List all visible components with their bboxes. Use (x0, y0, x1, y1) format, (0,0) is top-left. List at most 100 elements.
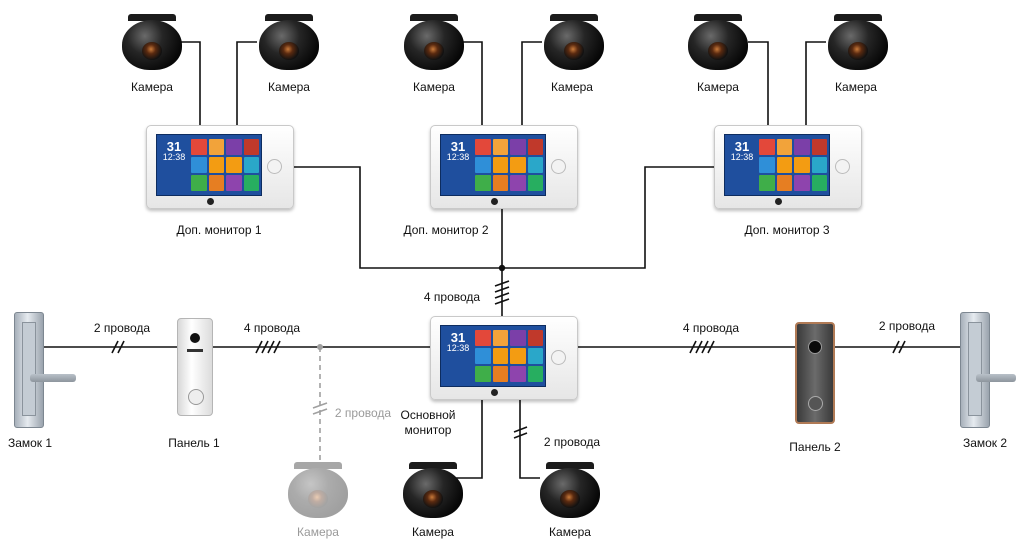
camera-lens-icon (308, 490, 328, 508)
call-button-icon (188, 389, 204, 405)
screen-app-tile-icon (243, 175, 259, 191)
camera-6 (826, 14, 890, 70)
camera-optional (286, 462, 350, 518)
screen-app-tile-icon (510, 366, 526, 382)
camera-3-label: Камера (413, 80, 455, 94)
call-panel-2 (795, 322, 835, 424)
camera-7-label: Камера (412, 525, 454, 539)
panel1-wires-label: 4 провода (243, 321, 301, 335)
brand-logo-icon (491, 389, 498, 396)
screen-app-tile-icon (475, 348, 491, 364)
camera-lens-icon (424, 42, 444, 60)
camera-lens-icon (560, 490, 580, 508)
screen-app-tile-icon (492, 366, 508, 382)
ticks-lock1-2 (111, 340, 125, 354)
ticks-bus-4 (494, 280, 510, 305)
ticks-lock2-2 (892, 340, 906, 354)
camera-5 (686, 14, 750, 70)
camera-lens-icon (708, 42, 728, 60)
screen-app-tile-icon (811, 139, 827, 155)
screen-app-tile-icon (492, 348, 508, 364)
camera-2-label: Камера (268, 80, 310, 94)
lock-1 (14, 312, 76, 428)
screen-app-tile-icon (191, 139, 207, 155)
screen-app-tile-icon (510, 348, 526, 364)
aux-monitor-2-label: Доп. монитор 2 (403, 223, 489, 237)
camera-optional-label: Камера (297, 525, 339, 539)
screen-app-tile-icon (527, 366, 543, 382)
ticks-panel2-4 (689, 340, 715, 354)
monitor-home-button (551, 350, 566, 365)
wire-cam-4-monitor-2 (521, 41, 542, 126)
screen-app-tile-icon (475, 175, 491, 191)
camera-8-label: Камера (549, 525, 591, 539)
camera-2 (257, 14, 321, 70)
panel-camera-icon (808, 340, 822, 354)
camera-7 (401, 462, 465, 518)
screen-app-tile-icon (492, 157, 508, 173)
panel-camera-icon (190, 333, 200, 343)
screen-app-tile-icon (191, 157, 207, 173)
brand-logo-icon (207, 198, 214, 205)
wire-ticks (111, 280, 906, 439)
bus-wires-label: 4 провода (423, 290, 481, 304)
lock2-wires-label: 2 провода (878, 319, 936, 333)
main-monitor-label-line1: Основной (400, 408, 456, 422)
screen-app-tile-icon (243, 139, 259, 155)
screen-app-tile-icon (510, 139, 526, 155)
camera-5-label: Камера (697, 80, 739, 94)
screen-app-tile-icon (208, 175, 224, 191)
wire-cam-5-monitor-3 (748, 41, 769, 126)
screen-app-tile-icon (226, 175, 242, 191)
monitor-home-button (551, 159, 566, 174)
camera-lens-icon (423, 490, 443, 508)
lock-handle-icon (30, 374, 76, 382)
screen-app-tile-icon (492, 330, 508, 346)
screen-app-tile-icon (243, 157, 259, 173)
screen-app-tile-icon (208, 139, 224, 155)
screen-app-tile-icon (794, 139, 810, 155)
panel-2-label: Панель 2 (789, 440, 841, 454)
screen-app-tile-icon (510, 175, 526, 191)
screen-app-tile-icon (759, 175, 775, 191)
optional-junction (317, 344, 323, 350)
camera-1-label: Камера (131, 80, 173, 94)
ticks-optional-2 (312, 402, 328, 415)
screen-app-tile-icon (759, 139, 775, 155)
screen-app-tile-icon (226, 139, 242, 155)
screen-app-tile-icon (510, 157, 526, 173)
screen-app-tile-icon (776, 139, 792, 155)
camera-4 (542, 14, 606, 70)
wire-cam-6-monitor-3 (805, 41, 826, 126)
camera-3 (402, 14, 466, 70)
optional-camera-wires-label: 2 провода (334, 406, 392, 420)
wire-monitor-cam-7 (456, 397, 483, 479)
panel2-wires-label: 4 провода (682, 321, 740, 335)
screen-app-tile-icon (475, 157, 491, 173)
wire-cam-2-monitor-1 (236, 41, 257, 126)
main-monitor-label-line2: монитор (404, 423, 452, 437)
wire-cam-1-monitor-1 (180, 41, 201, 126)
camera-8 (538, 462, 602, 518)
screen-app-tile-icon (811, 175, 827, 191)
screen-app-tile-icon (226, 157, 242, 173)
screen-app-tile-icon (475, 330, 491, 346)
aux-monitor-3-label: Доп. монитор 3 (744, 223, 830, 237)
wire-monitor-cam-8 (519, 397, 540, 479)
screen-app-tile-icon (794, 175, 810, 191)
lock-2 (960, 312, 1016, 428)
camera-lens-icon (848, 42, 868, 60)
screen-app-tile-icon (794, 157, 810, 173)
lock1-wires-label: 2 провода (93, 321, 151, 335)
camera-lens-icon (564, 42, 584, 60)
screen-app-tile-icon (492, 175, 508, 191)
wire-cam-3-monitor-2 (462, 41, 483, 126)
screen-app-tile-icon (776, 157, 792, 173)
